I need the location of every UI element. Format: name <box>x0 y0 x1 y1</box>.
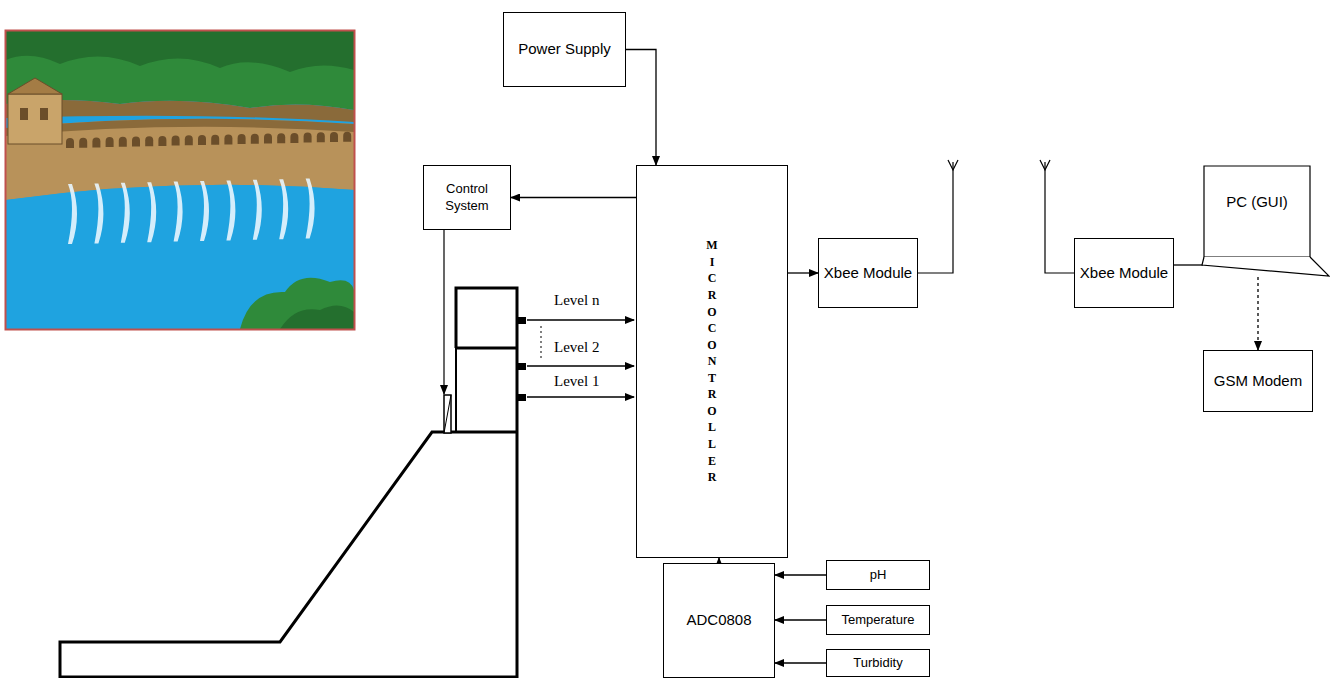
microcontroller-box: MICROCONTROLLER <box>636 165 788 558</box>
laptop-outline <box>1203 165 1330 277</box>
antenna <box>918 160 1074 273</box>
level-label: Level 2 <box>552 339 601 356</box>
xbee-module-box: Xbee Module <box>1074 238 1174 308</box>
node-text: Turbidity <box>853 655 902 671</box>
node-text: GSM Modem <box>1214 372 1302 391</box>
level-label: Level n <box>552 292 601 309</box>
connector-arrow <box>775 662 826 663</box>
connector-arrow <box>1257 277 1258 350</box>
pc-laptop: PC (GUI) <box>1203 165 1330 277</box>
node-text: PC (GUI) <box>1207 193 1307 212</box>
control-system-box: Control System <box>423 165 511 230</box>
node-text: ADC0808 <box>686 611 751 630</box>
node-text: Control System <box>424 181 510 214</box>
connector-arrow <box>626 50 656 166</box>
connector-arrow <box>788 272 818 273</box>
sensor-box: Turbidity <box>826 649 930 677</box>
node-text: pH <box>870 567 887 583</box>
dam-picture <box>6 31 354 329</box>
sensor-box: Temperature <box>826 605 930 635</box>
level-sensors <box>517 317 634 401</box>
dam-section <box>60 230 517 678</box>
node-text: Power Supply <box>518 40 611 59</box>
adc-box: ADC0808 <box>663 563 775 678</box>
node-text: Temperature <box>842 612 915 628</box>
node-text: MICROCONTROLLER <box>706 237 718 485</box>
power-supply-box: Power Supply <box>503 12 626 87</box>
connector-arrow <box>1174 264 1203 265</box>
node-text: Xbee Module <box>824 264 912 283</box>
connector-arrow <box>511 197 636 198</box>
level-label: Level 1 <box>552 373 601 390</box>
connector-arrow <box>775 574 826 575</box>
picture-frame <box>6 31 355 330</box>
gsm-modem-box: GSM Modem <box>1203 350 1313 412</box>
sensor-box: pH <box>826 560 930 590</box>
node-text: Xbee Module <box>1080 264 1168 283</box>
connector-arrow <box>775 619 826 620</box>
xbee-module-box: Xbee Module <box>818 238 918 308</box>
